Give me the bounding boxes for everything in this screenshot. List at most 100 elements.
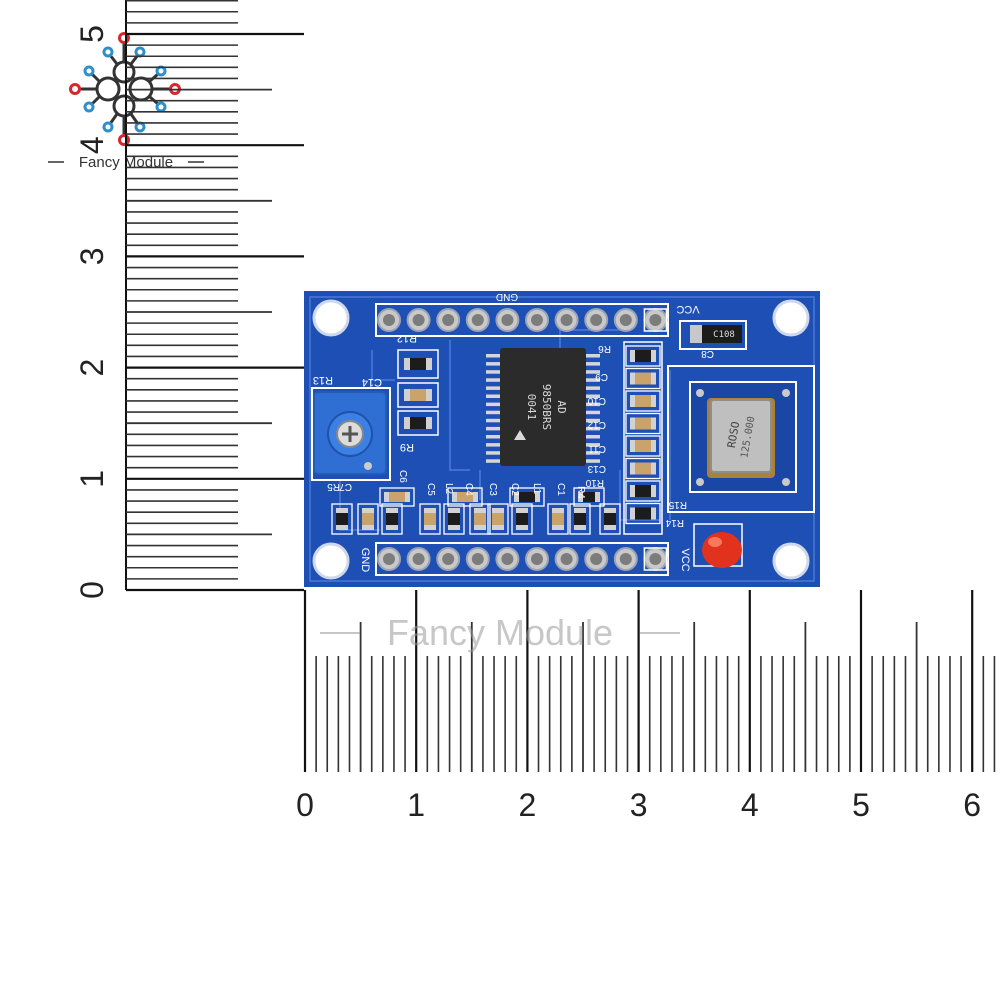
label-c12: C12 [587,419,606,430]
smd-terminal [574,525,586,530]
label-c4: C4 [463,483,474,496]
header-pin-hole [442,553,455,565]
header-pin-hole [383,314,395,326]
label-c6: C6 [397,470,408,483]
smd-component [362,508,374,530]
smd-terminal [452,492,457,502]
chip-text-2: 9850BRS [540,384,553,430]
header-pin-hole [649,314,662,326]
chip-pin [486,410,502,415]
ad9850-module-board: GND VCC GND VCC AD 9850BRS 0041 ROSO 125… [304,291,820,587]
smd-terminal [552,525,564,530]
smd-component [630,417,656,430]
header-pin-hole [590,314,603,326]
chip-pin [486,378,502,382]
chip-pin [584,378,600,382]
smd-terminal [474,525,486,530]
smd-terminal [604,508,616,513]
smd-outline [357,503,379,535]
smd-component [492,508,504,530]
chip-pin [584,410,600,415]
label-c5: C5 [425,483,436,496]
header-pin-square-pad [643,547,668,571]
chip-pin [486,443,502,447]
right-smd-frame [623,341,663,535]
smd-outline [625,480,661,502]
vruler-label: 5 [74,25,110,43]
smd-terminal [336,508,348,513]
bottom-vcc-label: VCC [679,548,691,571]
chip-pin [486,402,502,407]
smd-terminal [574,508,586,513]
smd-outline [573,487,605,507]
header-pin-hole [531,314,543,326]
label-c14: C14 [362,376,382,388]
chip-pin [486,451,502,455]
c108-text: C108 [713,330,735,340]
smd-terminal [630,395,635,407]
smd-terminal [386,508,398,513]
smd-terminal [630,485,635,497]
smd-outline [625,367,661,390]
smd-component [630,350,656,362]
smd-terminal [516,525,528,530]
label-l1: L1 [531,483,542,495]
header-pin-hole [649,553,662,565]
label-r6: R6 [598,343,611,354]
chip-pin [584,354,600,358]
smd-outline [625,435,661,457]
header-pin-hole [619,314,632,326]
vruler-label: 4 [74,136,110,154]
smd-outline [331,503,353,535]
power-led-icon [702,532,742,568]
smd-terminal [424,508,436,513]
chip-text-1: AD [555,400,568,413]
smd-outline [419,503,441,535]
smd-outline [625,457,661,480]
vruler-label: 2 [74,359,110,377]
label-c10: C10 [587,395,606,406]
chip-pin [584,362,600,366]
chip-pin [486,354,502,358]
header-pin-hole [412,314,425,326]
label-r13: R13 [313,374,333,386]
smd-outline [599,503,621,535]
smd-terminal [578,492,583,502]
hruler-label: 5 [852,787,870,823]
chip-pin [486,435,502,439]
bottom-gnd-label: GND [359,548,371,573]
header-pin-hole [412,553,425,565]
chip-pin [584,402,600,407]
smd-terminal [474,508,486,513]
smd-component [516,508,528,530]
smd-terminal [492,525,504,530]
capacitor-c108 [690,325,742,343]
top-vcc-label: VCC [676,303,699,315]
smd-outline [625,412,661,435]
header-pin-hole [501,553,514,565]
chip-pin [486,370,502,374]
smd-outline [625,345,661,367]
smd-terminal [535,492,540,502]
smd-terminal [651,485,656,497]
vruler-label: 1 [74,470,110,488]
smd-terminal [651,507,656,520]
label-c2: C2 [509,483,520,496]
smd-terminal [473,492,478,502]
header-pin-hole [619,553,632,565]
smd-component [574,508,586,530]
smd-terminal [651,350,656,362]
mounting-holes [312,299,810,580]
chip-text-3: 0041 [525,394,538,421]
label-l2: L2 [443,483,454,495]
smd-terminal [651,417,656,430]
smd-outline [447,487,483,507]
smd-terminal [362,508,374,513]
smd-outline [381,503,403,535]
smd-terminal [448,525,460,530]
smd-terminal [448,508,460,513]
smd-terminal [630,350,635,362]
smd-outline [547,503,569,535]
